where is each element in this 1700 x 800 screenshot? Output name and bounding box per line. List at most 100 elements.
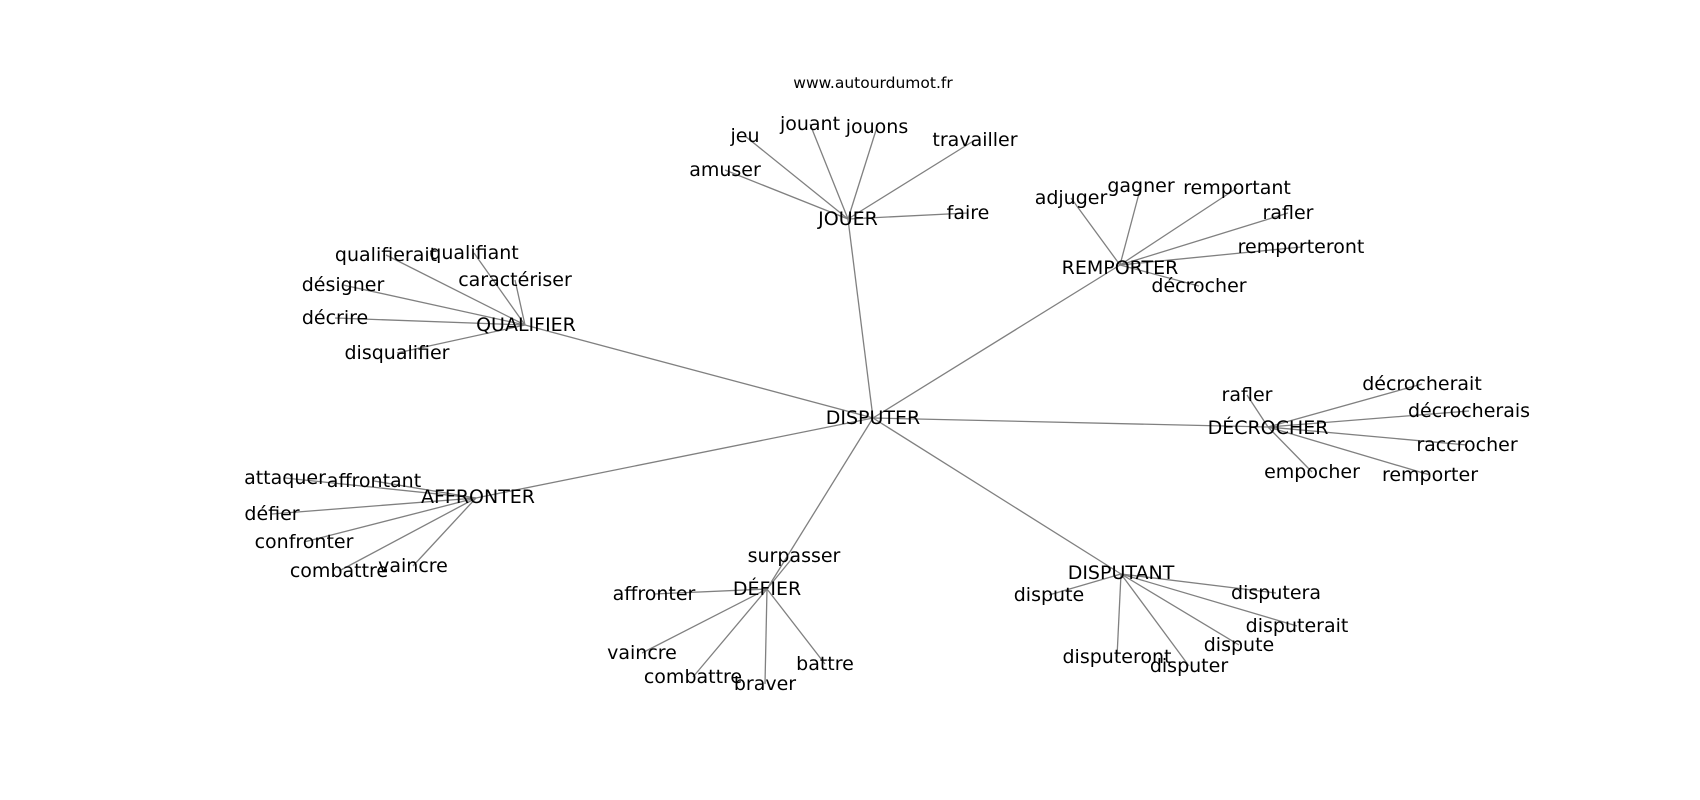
node-hub-disputant[interactable]: DISPUTANT [1068, 562, 1175, 584]
node-hub-qualifier[interactable]: QUALIFIER [476, 314, 576, 336]
node-leaf-amuser[interactable]: amuser [689, 159, 761, 181]
edge-jouer-jouons [847, 126, 878, 220]
node-leaf-rafler[interactable]: rafler [1222, 384, 1273, 406]
node-leaf-decrire[interactable]: décrire [302, 307, 368, 329]
node-leaf-rafler[interactable]: rafler [1263, 202, 1314, 224]
edge-defier-affronter [653, 588, 768, 595]
node-leaf-decrocherait[interactable]: décrocherait [1362, 373, 1482, 395]
node-leaf-combattre[interactable]: combattre [290, 560, 388, 582]
node-leaf-faire[interactable]: faire [947, 202, 990, 224]
node-leaf-travailler[interactable]: travailler [932, 129, 1017, 151]
edge-center-disputant [872, 417, 1122, 575]
node-leaf-qualifiant[interactable]: qualifiant [429, 242, 518, 264]
node-leaf-dispute[interactable]: dispute [1204, 634, 1274, 656]
node-leaf-affronter[interactable]: affronter [613, 583, 696, 605]
node-leaf-vaincre[interactable]: vaincre [607, 642, 677, 664]
node-leaf-remportant[interactable]: remportant [1183, 177, 1291, 199]
edge-remporter-decrocher [1119, 264, 1200, 287]
edge-affronter-vaincre [412, 497, 477, 567]
edge-affronter-affrontant [373, 480, 477, 499]
edge-remporter-gagner [1119, 185, 1142, 266]
edge-disputant-disputera [1120, 573, 1277, 594]
node-leaf-confronter[interactable]: confronter [255, 531, 354, 553]
edge-center-affronter [475, 417, 874, 499]
node-leaf-gagner[interactable]: gagner [1107, 175, 1174, 197]
node-leaf-empocher[interactable]: empocher [1264, 461, 1360, 483]
node-leaf-attaquer[interactable]: attaquer [244, 467, 326, 489]
node-leaf-decrocher[interactable]: décrocher [1151, 275, 1246, 297]
edge-disputant-disputer [1120, 573, 1190, 667]
node-leaf-affrontant[interactable]: affrontant [327, 470, 421, 492]
edge-decrocher-decrocherais [1267, 410, 1470, 428]
node-hub-jouer[interactable]: JOUER [817, 208, 878, 230]
node-hub-remporter[interactable]: REMPORTER [1062, 257, 1179, 279]
edge-center-remporter [872, 264, 1121, 419]
edge-affronter-combattre [338, 497, 477, 572]
node-leaf-disputera[interactable]: disputera [1231, 582, 1321, 604]
node-leaf-combattre[interactable]: combattre [644, 666, 742, 688]
node-leaf-caracteriser[interactable]: caractériser [458, 269, 572, 291]
node-leaf-surpasser[interactable]: surpasser [748, 545, 841, 567]
graph-edges [271, 123, 1470, 685]
edge-affronter-confronter [303, 497, 477, 543]
edge-remporter-rafler [1119, 212, 1289, 266]
watermark-text: www.autourdumot.fr [793, 74, 953, 92]
node-leaf-defier[interactable]: défier [244, 503, 299, 525]
node-leaf-battre[interactable]: battre [796, 653, 854, 675]
edge-qualifier-qualifiant [473, 252, 526, 326]
node-center-disputer[interactable]: DISPUTER [826, 407, 920, 429]
edge-qualifier-disqualifier [396, 324, 526, 354]
edge-center-jouer [847, 218, 874, 419]
node-leaf-decrocherais[interactable]: décrocherais [1408, 400, 1530, 422]
edge-remporter-remporteront [1119, 246, 1302, 266]
node-leaf-dispute[interactable]: dispute [1014, 584, 1084, 606]
node-hub-decrocher[interactable]: DÉCROCHER [1208, 416, 1329, 439]
node-hub-defier[interactable]: DÉFIER [733, 577, 801, 600]
edge-disputant-disputerait [1120, 573, 1298, 627]
edge-jouer-jouant [809, 123, 849, 220]
node-leaf-adjuger[interactable]: adjuger [1035, 187, 1108, 209]
edge-disputant-disputeront [1116, 573, 1122, 658]
edge-affronter-attaquer [284, 477, 477, 499]
edge-decrocher-raccrocher [1267, 426, 1468, 446]
node-leaf-raccrocher[interactable]: raccrocher [1416, 434, 1518, 456]
edge-center-decrocher [872, 417, 1269, 428]
edge-qualifier-decrire [334, 317, 526, 326]
node-leaf-remporteront[interactable]: remporteront [1238, 236, 1365, 258]
edge-jouer-travailler [847, 139, 976, 220]
edge-decrocher-empocher [1267, 426, 1313, 473]
node-leaf-braver[interactable]: braver [734, 673, 796, 695]
node-leaf-remporter[interactable]: remporter [1382, 464, 1478, 486]
node-leaf-disqualifier[interactable]: disqualifier [344, 342, 449, 364]
node-leaf-qualifierait[interactable]: qualifierait [335, 244, 437, 266]
edge-qualifier-caracteriser [514, 279, 526, 326]
node-leaf-jeu[interactable]: jeu [729, 125, 759, 147]
edge-jouer-jeu [744, 135, 849, 220]
edge-jouer-amuser [724, 169, 849, 220]
node-hub-affronter[interactable]: AFFRONTER [421, 486, 535, 508]
edge-center-defier [766, 417, 874, 590]
node-leaf-vaincre[interactable]: vaincre [378, 555, 448, 577]
edge-defier-battre [766, 588, 826, 665]
edge-remporter-adjuger [1070, 197, 1121, 266]
edge-decrocher-decrocherait [1267, 383, 1423, 428]
edge-qualifier-qualifierait [385, 254, 526, 326]
edge-defier-surpasser [766, 555, 795, 590]
edge-disputant-dispute [1048, 573, 1122, 596]
edge-center-qualifier [524, 324, 874, 419]
node-leaf-disputeront[interactable]: disputeront [1063, 646, 1172, 668]
node-leaf-disputer[interactable]: disputer [1150, 655, 1228, 677]
edge-defier-vaincre [641, 588, 768, 654]
node-leaf-disputerait[interactable]: disputerait [1246, 615, 1349, 637]
node-leaf-designer[interactable]: désigner [302, 274, 385, 296]
edge-jouer-faire [847, 212, 969, 220]
edge-defier-combattre [692, 588, 768, 678]
edge-decrocher-remporter [1267, 426, 1431, 476]
edge-qualifier-designer [342, 284, 526, 326]
node-leaf-jouons[interactable]: jouons [845, 116, 909, 138]
edge-remporter-remportant [1119, 187, 1238, 266]
node-leaf-jouant[interactable]: jouant [779, 113, 840, 135]
edge-defier-braver [764, 588, 768, 685]
